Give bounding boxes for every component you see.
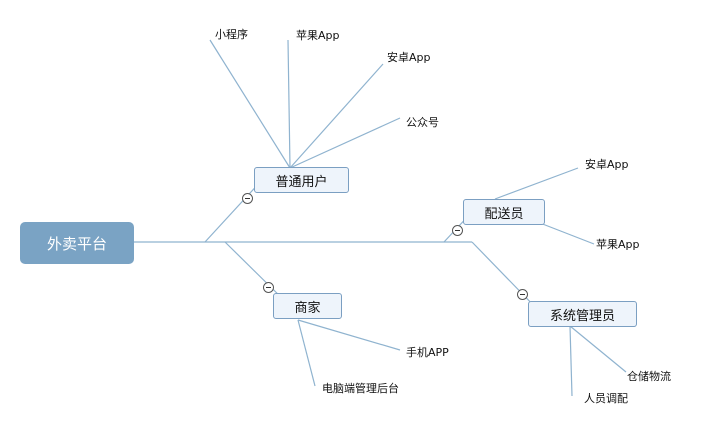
root-node[interactable]: 外卖平台 (20, 222, 134, 264)
leaf-courier-apple-app[interactable]: 苹果App (596, 238, 640, 251)
node-courier-label: 配送员 (484, 206, 524, 222)
leaf-line-user-4 (289, 117, 401, 169)
leaf-line-user-3 (289, 63, 384, 169)
leaf-merchant-mobile-app[interactable]: 手机APP (406, 346, 449, 359)
node-admin[interactable]: 系统管理员 (528, 301, 637, 327)
branch-admin-line (471, 241, 541, 313)
node-courier[interactable]: 配送员 (463, 199, 545, 225)
node-merchant[interactable]: 商家 (273, 293, 342, 319)
collapse-toggle-admin-icon[interactable] (517, 289, 528, 300)
leaf-line-user-1 (209, 39, 291, 169)
leaf-user-apple-app[interactable]: 苹果App (296, 29, 340, 42)
leaf-line-courier-2 (539, 222, 595, 245)
node-user[interactable]: 普通用户 (254, 167, 349, 193)
leaf-line-user-2 (287, 39, 291, 169)
collapse-toggle-merchant-icon[interactable] (263, 282, 274, 293)
node-admin-label: 系统管理员 (549, 308, 615, 324)
branch-user-line (204, 179, 263, 243)
node-merchant-label: 商家 (294, 300, 321, 316)
leaf-line-merchant-1 (297, 319, 401, 351)
leaf-courier-android-app[interactable]: 安卓App (585, 158, 629, 171)
leaf-line-merchant-2 (297, 319, 316, 387)
leaf-user-miniprogram[interactable]: 小程序 (215, 28, 248, 41)
leaf-admin-logistics[interactable]: 仓储物流 (627, 370, 671, 383)
leaf-line-courier-1 (494, 167, 579, 200)
leaf-admin-staffing[interactable]: 人员调配 (584, 392, 628, 405)
collapse-toggle-courier-icon[interactable] (452, 225, 463, 236)
node-user-label: 普通用户 (275, 174, 328, 190)
leaf-merchant-pc-admin[interactable]: 电脑端管理后台 (322, 382, 399, 395)
leaf-line-admin-1 (569, 325, 627, 373)
collapse-toggle-user-icon[interactable] (242, 193, 253, 204)
leaf-line-admin-2 (569, 325, 573, 397)
leaf-user-android-app[interactable]: 安卓App (387, 51, 431, 64)
root-node-label: 外卖平台 (46, 234, 107, 253)
leaf-user-official-account[interactable]: 公众号 (406, 116, 439, 129)
